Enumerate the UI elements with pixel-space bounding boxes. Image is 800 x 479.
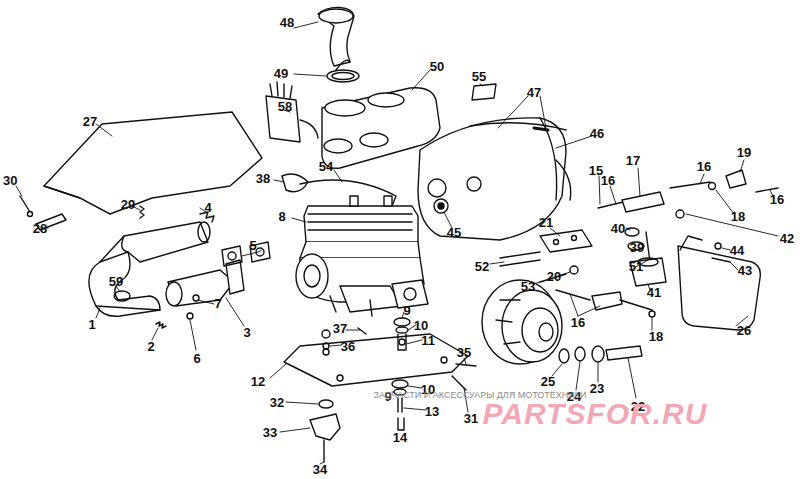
callout-number: 59	[109, 275, 123, 288]
callout-number: 47	[527, 86, 541, 99]
callout-number: 20	[547, 270, 561, 283]
callout-number: 55	[472, 70, 486, 83]
callout-number: 30	[3, 174, 17, 187]
callout-number: 18	[731, 210, 745, 223]
callout-number: 21	[539, 216, 553, 229]
callout-number: 14	[393, 431, 407, 444]
callout-number: 44	[730, 244, 744, 257]
callout-number: 16	[697, 160, 711, 173]
callout-number: 32	[270, 396, 284, 409]
callout-number: 37	[333, 322, 347, 335]
callout-number: 35	[457, 346, 471, 359]
callout-number: 40	[611, 222, 625, 235]
callout-number: 51	[629, 260, 643, 273]
callout-number: 42	[780, 232, 794, 245]
callout-number: 49	[274, 67, 288, 80]
callout-number: 4	[204, 201, 211, 214]
callout-number: 7	[214, 297, 221, 310]
callout-number: 6	[193, 352, 200, 365]
callout-number: 28	[33, 222, 47, 235]
callout-number: 13	[425, 405, 439, 418]
callout-number: 43	[738, 264, 752, 277]
callout-number: 45	[447, 226, 461, 239]
callout-number: 53	[521, 280, 535, 293]
callout-number: 39	[630, 241, 644, 254]
callout-number: 29	[121, 198, 135, 211]
callout-number: 11	[421, 334, 435, 347]
callout-number: 38	[256, 172, 270, 185]
callout-number: 52	[475, 260, 489, 273]
callout-number: 27	[83, 115, 97, 128]
callout-number: 26	[737, 324, 751, 337]
callout-number: 50	[430, 60, 444, 73]
callout-number: 16	[770, 193, 784, 206]
callout-number: 18	[649, 330, 663, 343]
callout-number: 33	[263, 426, 277, 439]
callout-number: 31	[464, 412, 478, 425]
callout-number: 23	[590, 382, 604, 395]
callout-number: 19	[737, 146, 751, 159]
callout-number: 8	[278, 210, 285, 223]
watermark-logo: PARTSFOR.RU	[483, 399, 708, 429]
callout-number: 58	[278, 100, 292, 113]
callout-number: 2	[147, 340, 154, 353]
callout-number: 17	[626, 154, 640, 167]
callout-number: 12	[251, 375, 265, 388]
callout-number: 5	[249, 239, 256, 252]
callout-number: 9	[403, 304, 410, 317]
callout-number: 10	[414, 319, 428, 332]
callout-number: 16	[571, 316, 585, 329]
callout-number: 16	[601, 174, 615, 187]
callout-number: 46	[590, 127, 604, 140]
callout-number: 54	[319, 160, 333, 173]
callout-number: 41	[647, 286, 661, 299]
callout-number: 48	[280, 16, 294, 29]
callout-number: 25	[541, 375, 555, 388]
callout-number: 36	[341, 340, 355, 353]
callout-number: 1	[88, 318, 95, 331]
callout-number: 3	[243, 326, 250, 339]
callout-number: 34	[313, 463, 327, 476]
